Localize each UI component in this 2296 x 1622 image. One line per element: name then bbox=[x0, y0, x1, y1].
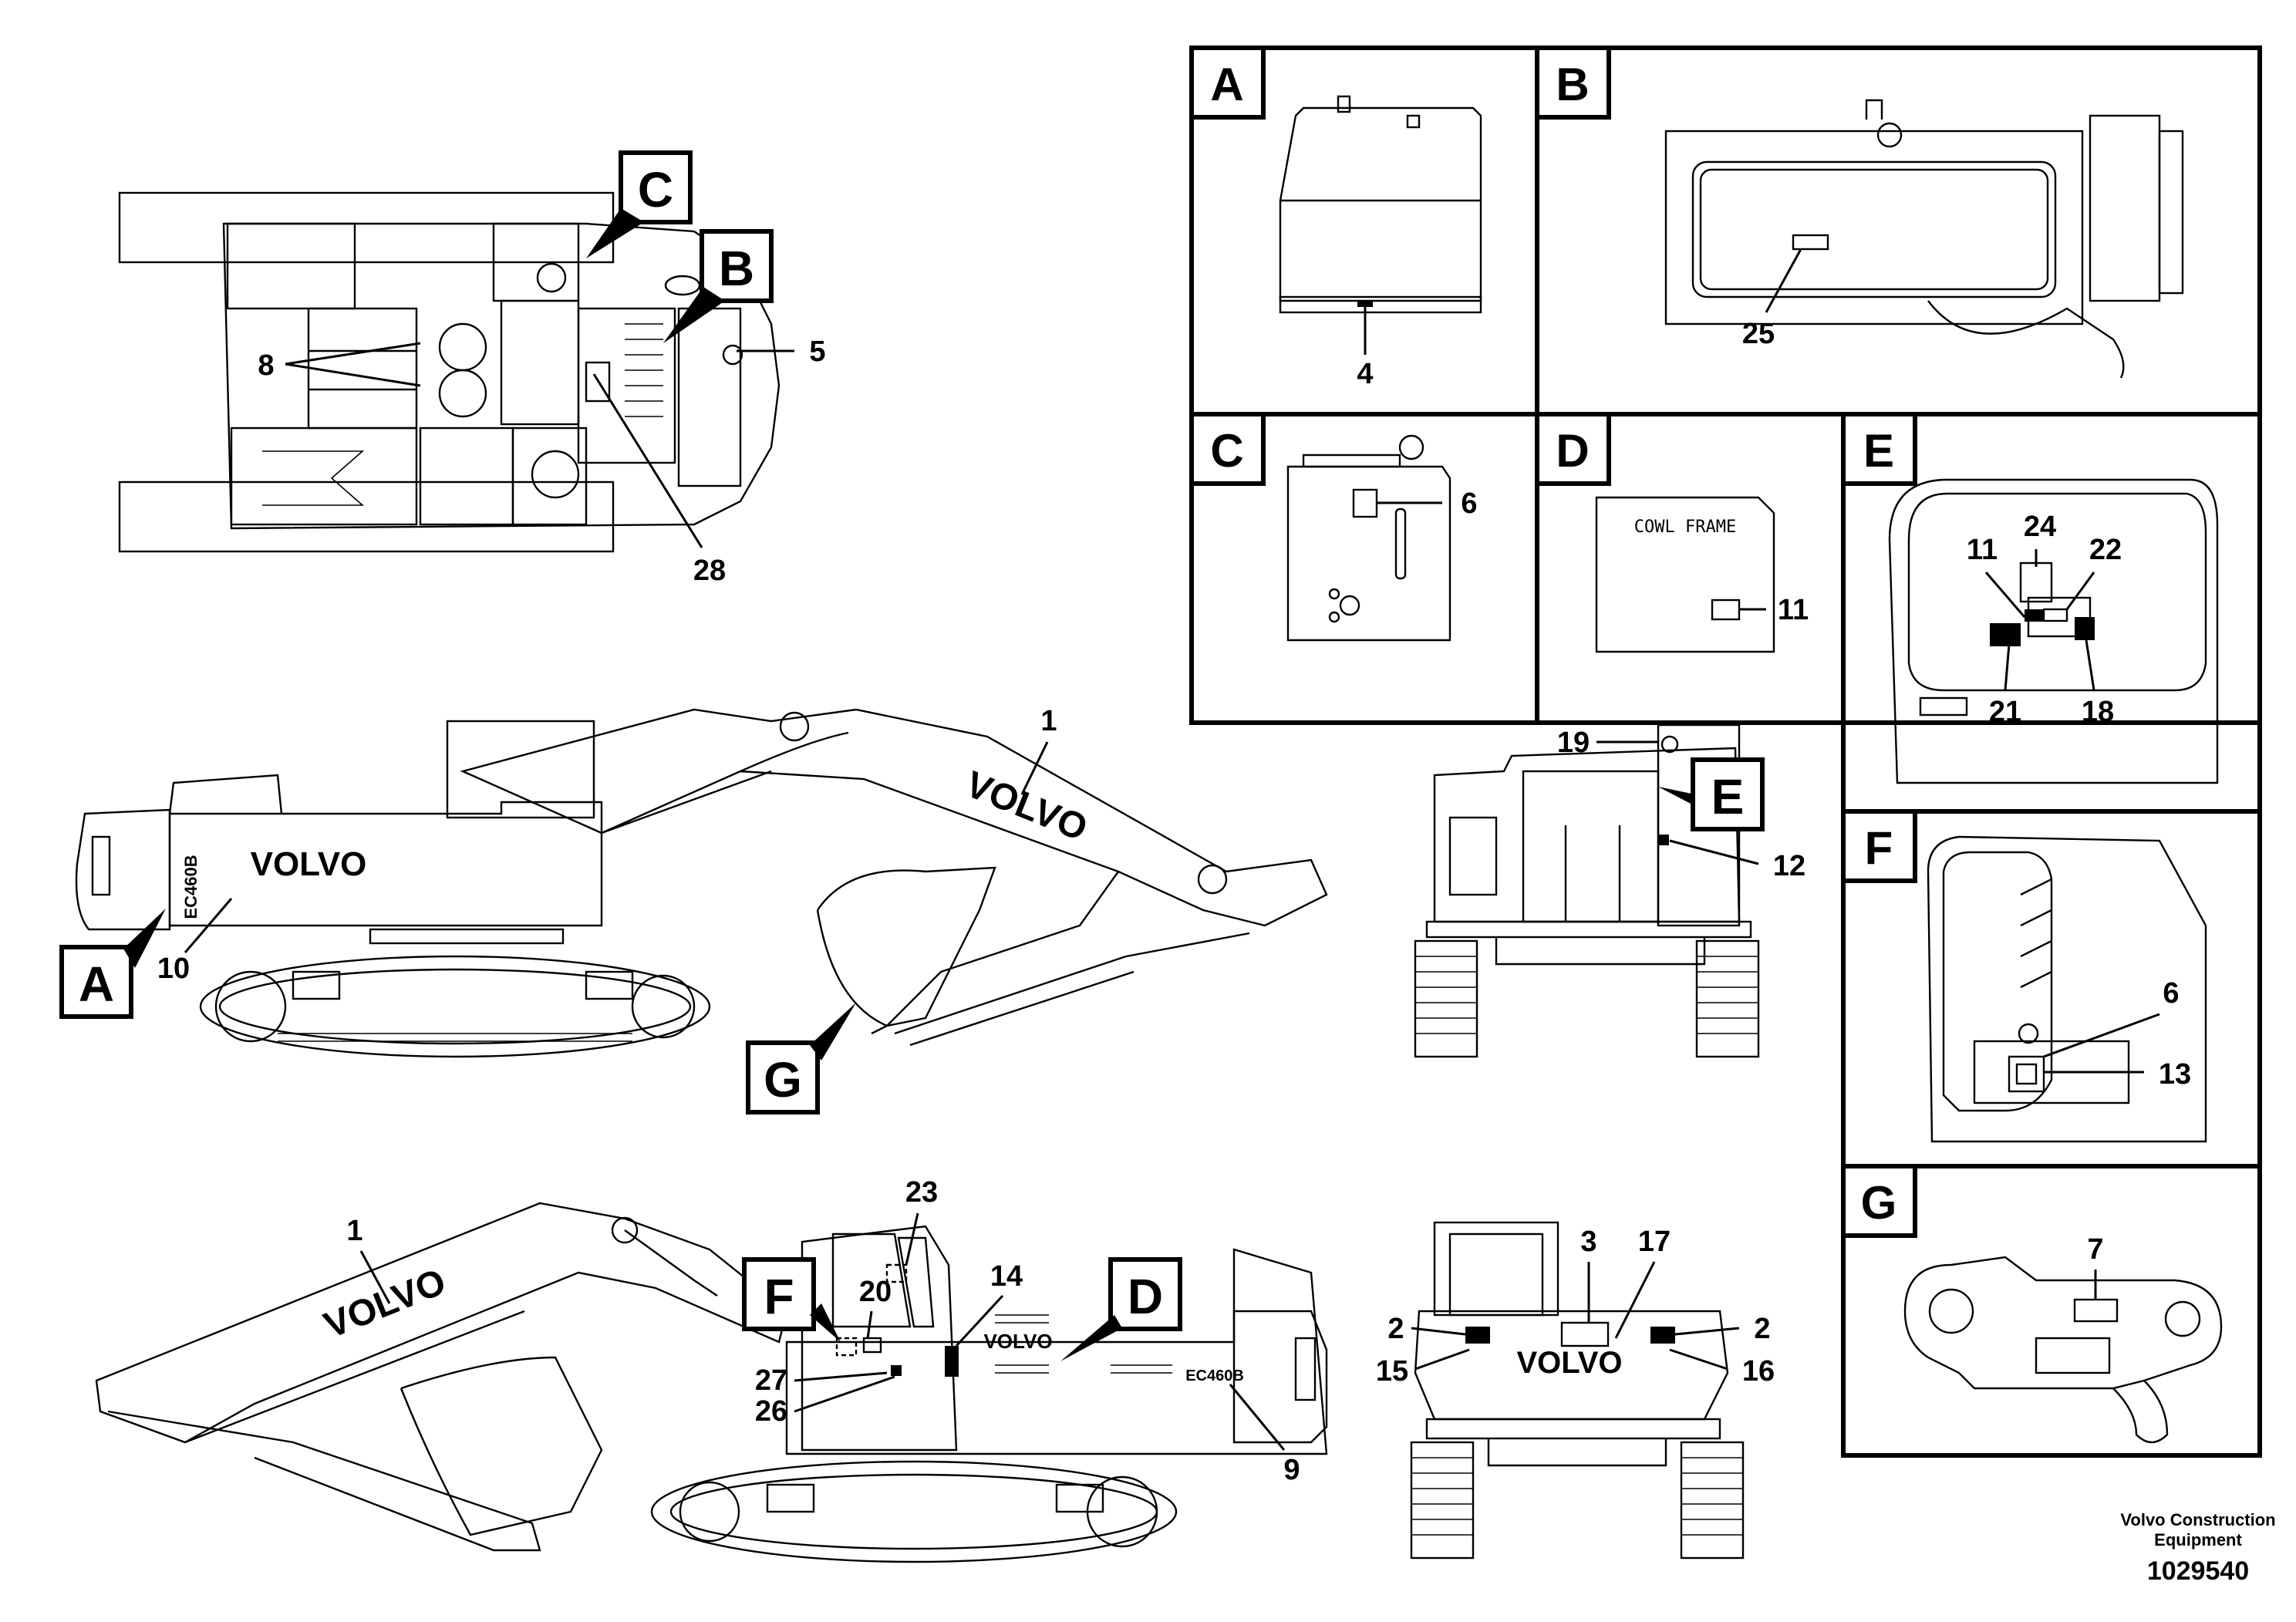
callout-12: 12 bbox=[1669, 839, 1805, 882]
credit-block: Volvo Construction Equipment 1029540 bbox=[2120, 1510, 2275, 1586]
svg-text:VOLVO: VOLVO bbox=[1516, 1346, 1622, 1380]
panel-B: B 25 bbox=[1535, 46, 2184, 379]
callout-5: 5 bbox=[737, 336, 826, 368]
svg-text:6: 6 bbox=[1461, 487, 1477, 520]
svg-text:C: C bbox=[638, 162, 673, 218]
svg-text:2: 2 bbox=[1387, 1313, 1404, 1345]
callout-2-left: 2 bbox=[1387, 1313, 1466, 1345]
panel-D: D COWL FRAME 11 bbox=[1535, 412, 1809, 653]
callout-23: 23 bbox=[905, 1176, 938, 1266]
callout-20: 20 bbox=[859, 1276, 892, 1339]
svg-text:6: 6 bbox=[2163, 977, 2179, 1010]
svg-text:F: F bbox=[764, 1269, 794, 1324]
svg-text:18: 18 bbox=[2082, 696, 2114, 728]
svg-text:E: E bbox=[1863, 425, 1894, 477]
svg-text:25: 25 bbox=[1742, 318, 1775, 350]
svg-text:2: 2 bbox=[1754, 1313, 1770, 1345]
svg-text:G: G bbox=[1861, 1177, 1897, 1229]
svg-text:Volvo Construction: Volvo Construction bbox=[2120, 1510, 2275, 1529]
svg-text:EC460B: EC460B bbox=[1185, 1367, 1244, 1384]
svg-text:D: D bbox=[1556, 425, 1589, 477]
view-marker-B-top: B bbox=[663, 229, 774, 343]
svg-text:COWL FRAME: COWL FRAME bbox=[1634, 518, 1736, 537]
callout-8: 8 bbox=[258, 342, 421, 387]
top-view bbox=[118, 191, 781, 553]
svg-text:7: 7 bbox=[2087, 1233, 2103, 1266]
callout-3: 3 bbox=[1580, 1226, 1597, 1323]
view-marker-C-top: C bbox=[586, 150, 693, 258]
callout-17: 17 bbox=[1614, 1226, 1671, 1339]
svg-text:1: 1 bbox=[1040, 705, 1057, 737]
view-marker-G-side: G bbox=[746, 1003, 856, 1114]
svg-text:24: 24 bbox=[2024, 511, 2056, 543]
svg-text:1: 1 bbox=[346, 1215, 362, 1247]
view-marker-E-rear: E bbox=[1658, 757, 1765, 831]
panel-E: E 11 24 22 21 18 bbox=[1841, 412, 2219, 784]
svg-text:10: 10 bbox=[157, 953, 190, 985]
svg-text:B: B bbox=[1556, 59, 1589, 110]
view-marker-F-side: F bbox=[742, 1257, 841, 1342]
callout-26: 26 bbox=[755, 1375, 895, 1428]
svg-text:A: A bbox=[79, 956, 114, 1012]
panel-F: F 6 13 bbox=[1841, 809, 2207, 1143]
svg-text:15: 15 bbox=[1376, 1355, 1408, 1388]
view-marker-A-side: A bbox=[59, 909, 166, 1019]
svg-text:F: F bbox=[1865, 822, 1893, 874]
svg-text:8: 8 bbox=[258, 349, 274, 382]
view-marker-D-side: D bbox=[1060, 1257, 1182, 1361]
callout-2-right: 2 bbox=[1674, 1313, 1771, 1345]
callout-28: 28 bbox=[592, 373, 726, 587]
svg-text:9: 9 bbox=[1283, 1454, 1300, 1486]
panel-A: A 4 bbox=[1189, 46, 1482, 390]
svg-text:3: 3 bbox=[1580, 1226, 1596, 1258]
svg-text:13: 13 bbox=[2159, 1058, 2191, 1091]
callout-1-upper: 1 bbox=[1020, 705, 1057, 795]
svg-text:D: D bbox=[1128, 1269, 1163, 1324]
svg-text:19: 19 bbox=[1557, 727, 1590, 759]
svg-text:17: 17 bbox=[1638, 1226, 1671, 1258]
svg-text:27: 27 bbox=[755, 1364, 787, 1397]
svg-text:C: C bbox=[1210, 425, 1243, 477]
svg-text:11: 11 bbox=[1967, 534, 1998, 566]
svg-text:16: 16 bbox=[1742, 1355, 1775, 1388]
callout-15: 15 bbox=[1376, 1348, 1470, 1388]
panel-C: C 6 bbox=[1189, 412, 1478, 642]
svg-text:14: 14 bbox=[990, 1260, 1023, 1293]
svg-text:EC460B: EC460B bbox=[181, 855, 201, 919]
svg-text:26: 26 bbox=[755, 1395, 787, 1428]
callout-27: 27 bbox=[755, 1364, 888, 1397]
callout-1-lower: 1 bbox=[346, 1215, 391, 1304]
callout-14: 14 bbox=[955, 1260, 1023, 1347]
svg-text:28: 28 bbox=[693, 555, 726, 587]
svg-text:B: B bbox=[719, 241, 754, 296]
callout-9: 9 bbox=[1229, 1384, 1300, 1486]
svg-text:VOLVO: VOLVO bbox=[251, 845, 367, 883]
svg-text:E: E bbox=[1711, 769, 1745, 824]
side-view-left: VOLVO VOLVO EC460B bbox=[75, 708, 1328, 1058]
side-view-right: VOLVO VOLVO EC460B bbox=[95, 1202, 1328, 1563]
svg-text:G: G bbox=[764, 1052, 802, 1108]
callout-10: 10 bbox=[157, 898, 233, 985]
rear-view-lower: VOLVO bbox=[1410, 1221, 1745, 1560]
callout-16: 16 bbox=[1669, 1348, 1775, 1388]
figure-number: 1029540 bbox=[2147, 1556, 2249, 1586]
svg-text:VOLVO: VOLVO bbox=[983, 1330, 1052, 1353]
panel-G: G 7 bbox=[1841, 1164, 2223, 1444]
svg-text:Equipment: Equipment bbox=[2154, 1530, 2242, 1549]
svg-text:11: 11 bbox=[1778, 594, 1809, 626]
svg-text:VOLVO: VOLVO bbox=[319, 1261, 451, 1347]
svg-text:23: 23 bbox=[905, 1176, 938, 1209]
svg-text:A: A bbox=[1210, 59, 1243, 110]
rear-view-upper bbox=[1414, 723, 1760, 1058]
svg-text:21: 21 bbox=[1989, 696, 2021, 728]
svg-text:VOLVO: VOLVO bbox=[960, 764, 1093, 849]
callout-19: 19 bbox=[1557, 727, 1658, 759]
svg-text:22: 22 bbox=[2089, 534, 2122, 566]
svg-text:12: 12 bbox=[1773, 850, 1805, 882]
svg-text:20: 20 bbox=[859, 1276, 892, 1308]
svg-text:4: 4 bbox=[1357, 358, 1373, 390]
svg-text:5: 5 bbox=[809, 336, 825, 368]
